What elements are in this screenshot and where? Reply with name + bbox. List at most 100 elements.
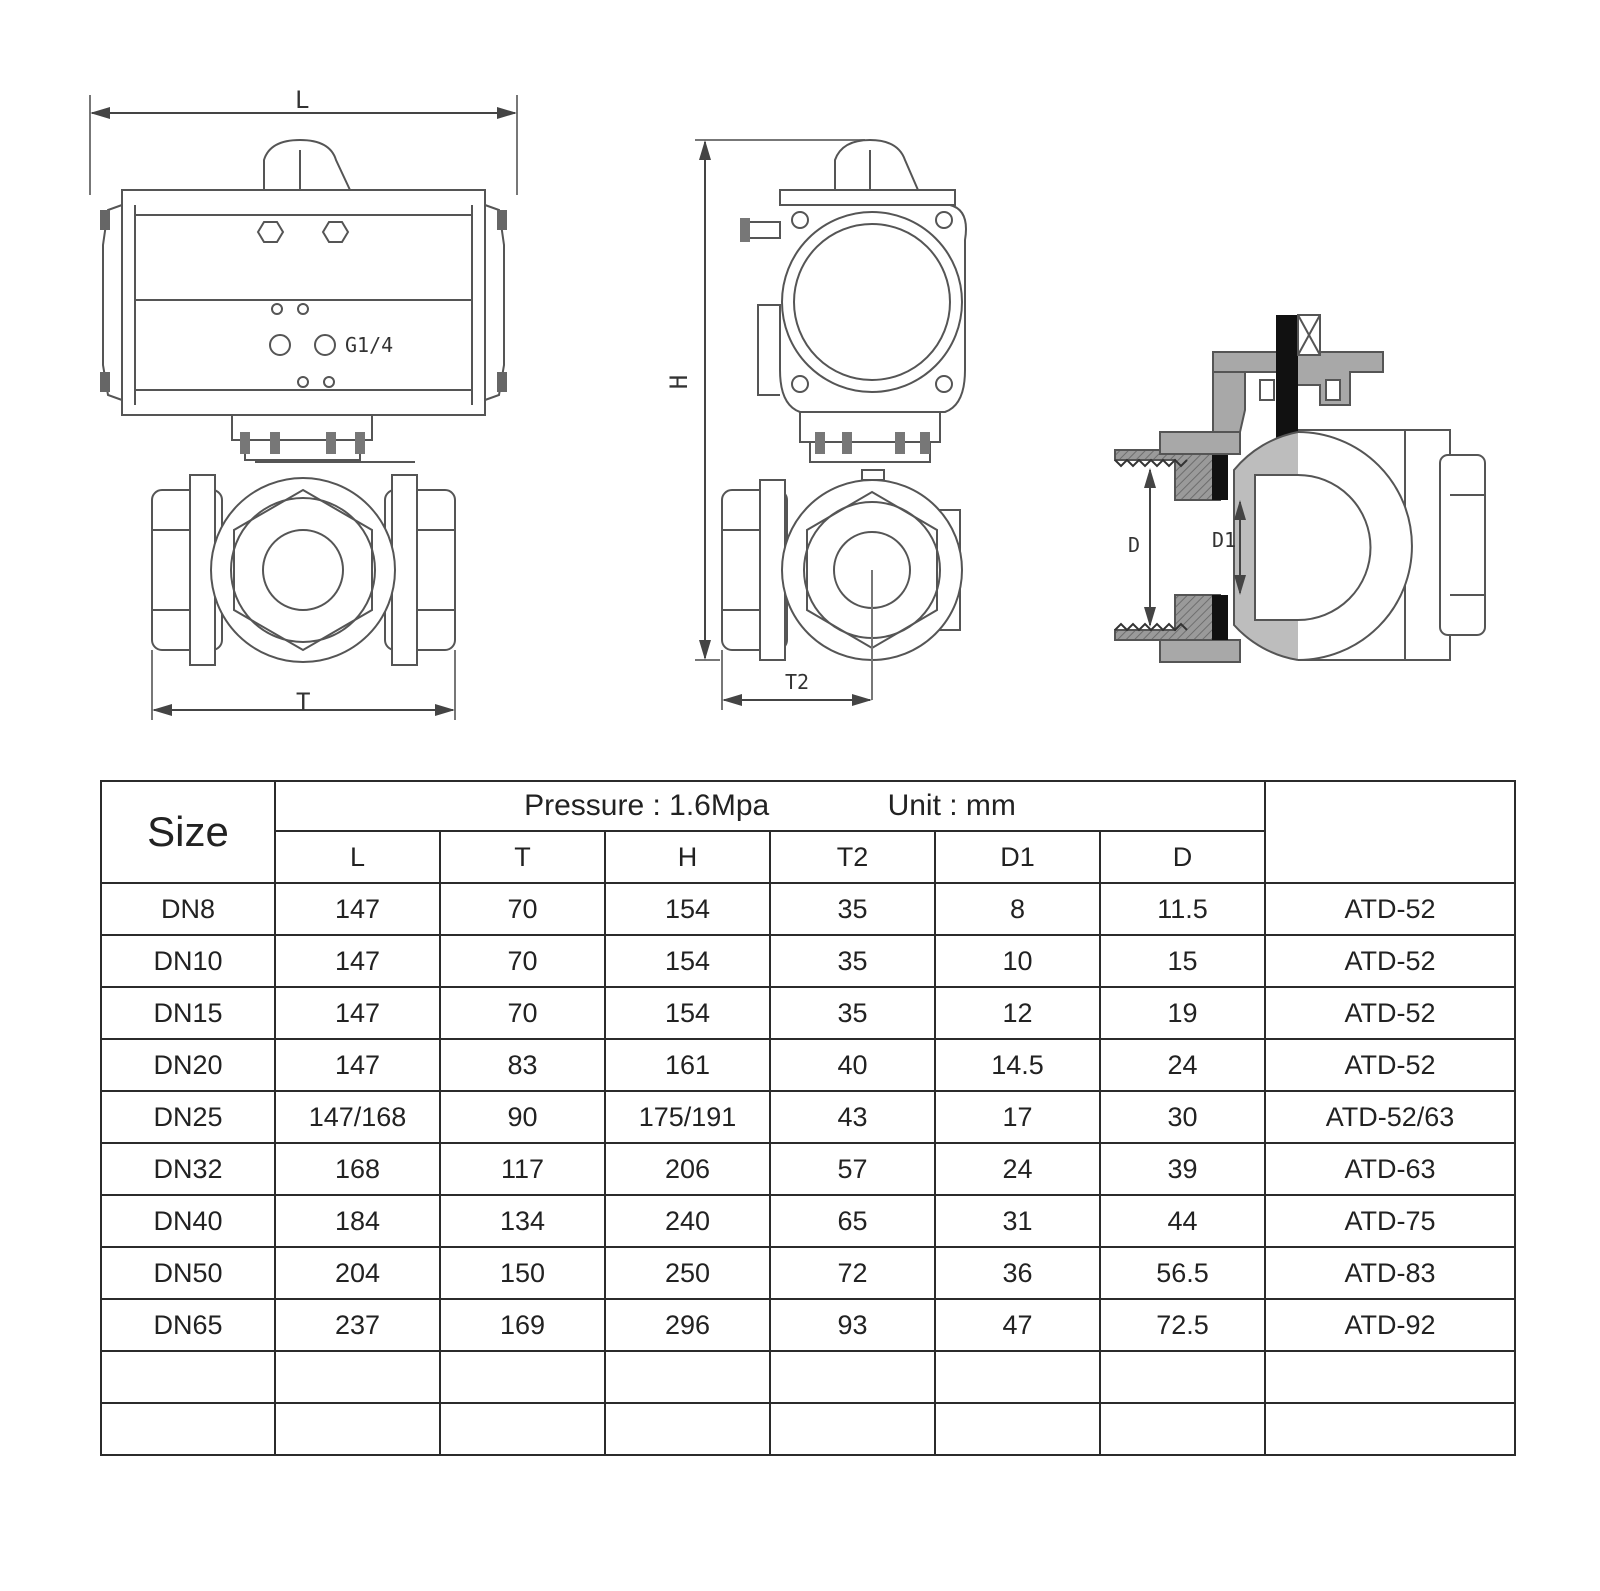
cell-h: 206 [604,1142,771,1196]
spec-table: Size Pressure : 1.6Mpa Unit : mm L T H T… [100,780,1517,1456]
cell-d1: 31 [934,1194,1101,1248]
cell-h: 154 [604,882,771,936]
cell-h: 240 [604,1194,771,1248]
cell-d1: 17 [934,1090,1101,1144]
cell-d1: 24 [934,1142,1101,1196]
dim-label-d: D [1128,533,1141,557]
cell-t2: 40 [769,1038,936,1092]
cell-l: 147 [274,934,441,988]
cell-empty [769,1402,936,1456]
unit-label: Unit : mm [887,789,1016,822]
column-header-d1: D1 [934,830,1101,884]
cell-l: 147/168 [274,1090,441,1144]
column-header-d: D [1098,830,1267,884]
cell-t2: 93 [769,1298,936,1352]
cell-d1: 12 [934,986,1101,1040]
cell-empty [1098,1350,1267,1404]
section-view [1114,314,1486,663]
cell-l: 147 [274,986,441,1040]
cell-t: 169 [439,1298,606,1352]
cell-empty [604,1350,771,1404]
cell-h: 296 [604,1298,771,1352]
cell-size: DN25 [100,1090,276,1144]
cell-t: 70 [439,934,606,988]
cell-t2: 43 [769,1090,936,1144]
cell-empty [934,1350,1101,1404]
cell-actuator: ATD-52 [1264,1038,1517,1092]
cell-t: 83 [439,1038,606,1092]
cell-h: 154 [604,934,771,988]
cell-actuator: ATD-52 [1264,934,1517,988]
cell-l: 184 [274,1194,441,1248]
dim-label-h: H [665,374,694,390]
column-header-t: T [439,830,606,884]
cell-h: 161 [604,1038,771,1092]
cell-empty [100,1350,276,1404]
port-label-g1-4: G1/4 [345,333,394,357]
cell-t: 70 [439,986,606,1040]
dim-label-l: L [295,86,310,114]
cell-empty [934,1402,1101,1456]
size-header: Size [100,780,276,884]
dim-label-t2: T2 [785,670,810,694]
table-row-empty [100,1350,1517,1404]
cell-l: 147 [274,882,441,936]
cell-d: 72.5 [1098,1298,1267,1352]
cell-empty [1264,1350,1517,1404]
cell-d: 39 [1098,1142,1267,1196]
valve-drawings [89,95,1486,720]
cell-d: 56.5 [1098,1246,1267,1300]
cell-size: DN65 [100,1298,276,1352]
cell-actuator: ATD-92 [1264,1298,1517,1352]
cell-t2: 35 [769,986,936,1040]
front-view [89,95,518,720]
cell-actuator: ATD-52/63 [1264,1090,1517,1144]
cell-t: 150 [439,1246,606,1300]
cell-size: DN20 [100,1038,276,1092]
cell-actuator: ATD-63 [1264,1142,1517,1196]
cell-actuator: ATD-52 [1264,882,1517,936]
cell-d1: 10 [934,934,1101,988]
cell-size: DN40 [100,1194,276,1248]
cell-empty [439,1402,606,1456]
cell-d: 24 [1098,1038,1267,1092]
actuator-header [1264,780,1517,884]
cell-d1: 36 [934,1246,1101,1300]
dim-label-d1: D1 [1212,528,1237,552]
header-row-columns: L T H T2 D1 D [101,830,1515,884]
cell-l: 204 [274,1246,441,1300]
cell-d1: 8 [934,882,1101,936]
column-header-h: H [604,830,771,884]
cell-empty [100,1402,276,1456]
table-row-empty [100,1402,1517,1456]
header-row-conditions: Size Pressure : 1.6Mpa Unit : mm [100,780,1517,884]
cell-d: 15 [1098,934,1267,988]
conditions-cell: Pressure : 1.6Mpa Unit : mm [273,780,1267,832]
cell-d: 11.5 [1098,882,1267,936]
cell-empty [274,1350,441,1404]
cell-l: 237 [274,1298,441,1352]
cell-t: 90 [439,1090,606,1144]
cell-d: 44 [1098,1194,1267,1248]
dim-label-t: T [296,688,311,716]
cell-empty [769,1350,936,1404]
side-view [695,138,967,710]
cell-t: 117 [439,1142,606,1196]
cell-l: 147 [274,1038,441,1092]
column-header-t2: T2 [769,830,936,884]
cell-d: 19 [1098,986,1267,1040]
cell-actuator: ATD-52 [1264,986,1517,1040]
cell-t: 70 [439,882,606,936]
cell-d: 30 [1098,1090,1267,1144]
cell-d1: 14.5 [934,1038,1101,1092]
cell-d1: 47 [934,1298,1101,1352]
column-header-l: L [274,830,441,884]
